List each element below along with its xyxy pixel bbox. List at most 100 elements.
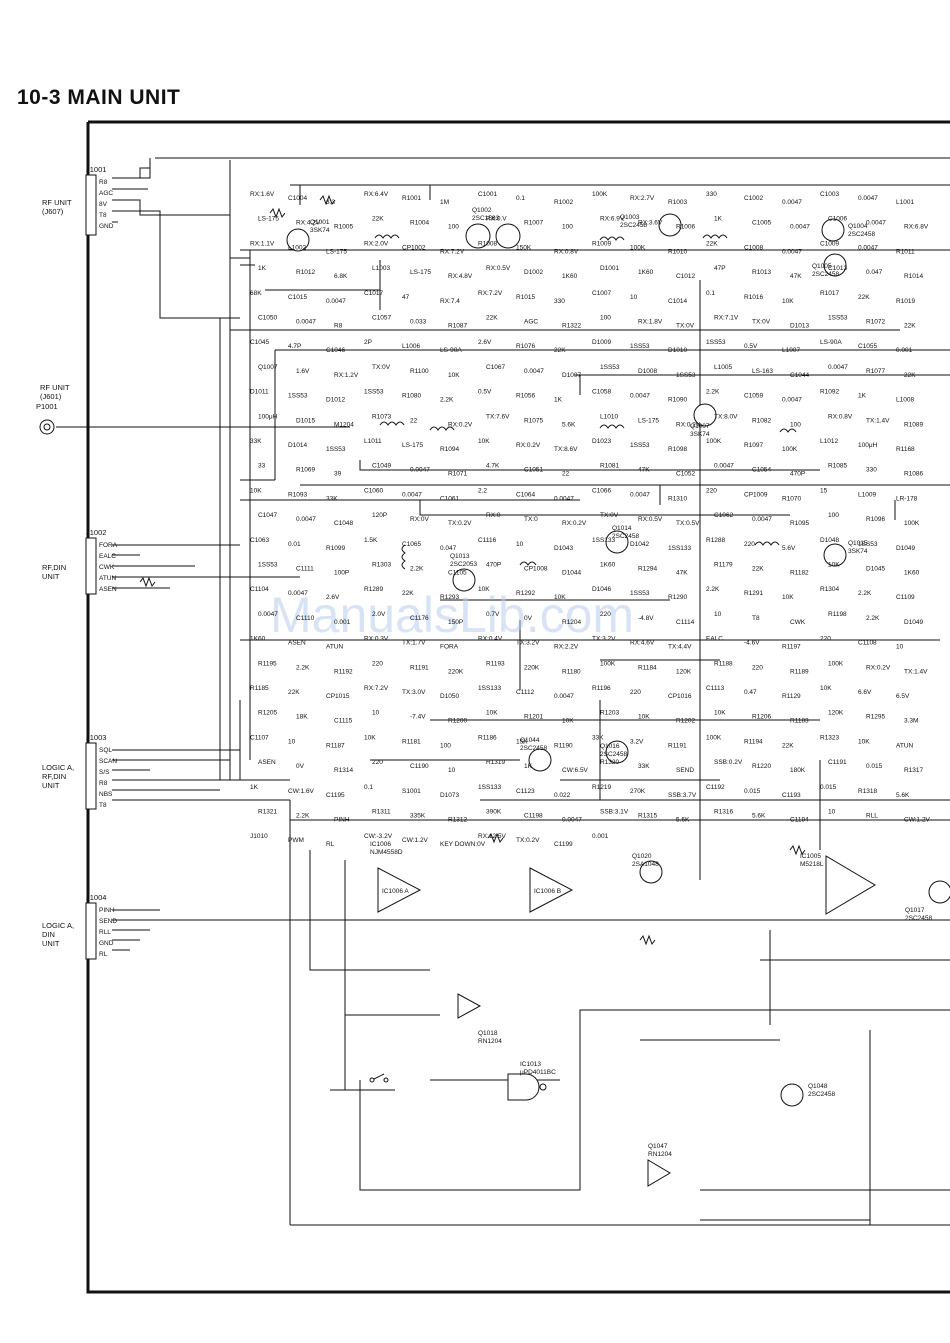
component-label: C1001 xyxy=(478,191,498,198)
component-label: 10K xyxy=(250,487,262,494)
component-label: R1015 xyxy=(516,294,536,301)
component-label: R1204 xyxy=(562,619,582,626)
component-label: 100μH xyxy=(258,413,278,420)
component-label: L1011 xyxy=(364,438,382,445)
connector-pin-label: T8 xyxy=(99,802,107,809)
component-label: 0.001 xyxy=(896,347,913,354)
component-label: 10K xyxy=(820,685,832,692)
transistor-part: 2SC2458 xyxy=(612,533,639,540)
component-label: TX:1.4V xyxy=(904,668,928,675)
component-label: 220 xyxy=(820,636,831,643)
component-label: 33K xyxy=(638,763,650,770)
component-label: FORA xyxy=(440,644,459,651)
component-label: LS-175 xyxy=(638,417,659,424)
component-label: R1321 xyxy=(258,809,278,816)
component-label: D1044 xyxy=(562,570,582,577)
connector-ref: J1003 xyxy=(86,733,106,742)
connector-ref: P1001 xyxy=(36,402,58,411)
component-label: ASEN xyxy=(288,640,306,647)
component-label: 0.7V xyxy=(486,611,500,618)
component-label: 100K xyxy=(600,660,616,667)
component-label: 0.0047 xyxy=(752,516,772,523)
component-label: 100 xyxy=(828,512,839,519)
transistor-part: 2SC2458 xyxy=(620,222,647,229)
component-label: 47K xyxy=(638,467,650,474)
component-label: R1073 xyxy=(372,413,392,420)
component-label: 220 xyxy=(744,541,755,548)
transistor-part: 2SC1583 xyxy=(472,215,499,222)
component-label: D1013 xyxy=(790,323,810,330)
component-label: R1304 xyxy=(820,586,840,593)
component-label: RX:0 xyxy=(486,512,501,519)
component-label: 47P xyxy=(714,265,726,272)
component-label: 100K xyxy=(630,244,646,251)
component-label: 1K60 xyxy=(562,273,578,280)
component-label: L1001 xyxy=(896,199,914,206)
component-label: C1066 xyxy=(592,487,612,494)
component-label: CW:1.2V xyxy=(402,837,429,844)
transistor-ref: Q1018 xyxy=(478,1030,498,1037)
transistor-ref: Q1020 xyxy=(632,853,652,860)
passive-components xyxy=(39,194,806,1083)
component-label: R1197 xyxy=(782,644,801,651)
transistor-ref: Q1004 xyxy=(848,223,868,230)
component-label: R1003 xyxy=(668,199,688,206)
transistor-part: 3SK74 xyxy=(310,227,330,234)
component-label: LS-175 xyxy=(326,248,347,255)
component-label: 3.3M xyxy=(904,718,918,725)
component-label: C1052 xyxy=(676,471,696,478)
component-label: 100K xyxy=(592,191,608,198)
component-label: RX:0.2V xyxy=(676,421,701,428)
component-label: RX:0.4V xyxy=(478,636,503,643)
component-label: 22K xyxy=(782,742,794,749)
component-label: 22K xyxy=(486,315,498,322)
connector-pin-label: AGC xyxy=(99,190,113,197)
component-label: TX:0V xyxy=(752,319,771,326)
component-label: 0.0047 xyxy=(782,248,802,255)
component-label: L1010 xyxy=(600,413,618,420)
transistor-symbols xyxy=(286,213,950,1107)
component-label: 47K xyxy=(790,273,802,280)
component-label: 220 xyxy=(630,689,641,696)
connector-pin-label: R8 xyxy=(99,179,108,186)
component-label: C1048 xyxy=(334,520,354,527)
component-label: R1318 xyxy=(858,788,878,795)
ic-ref: IC1005 xyxy=(800,853,821,860)
component-label: 1SS53 xyxy=(676,372,696,379)
component-label: EALC xyxy=(706,636,723,643)
connector-unit-label: (J601) xyxy=(40,392,62,401)
component-label: 2.2K xyxy=(706,389,720,396)
component-label: D1001 xyxy=(600,265,620,272)
component-label: C1064 xyxy=(516,491,536,498)
transistor-ref: Q1005 xyxy=(812,263,832,270)
component-label: L1003 xyxy=(372,265,390,272)
connector-unit-label: LOGIC A, xyxy=(42,763,74,772)
component-label: R1016 xyxy=(744,294,764,301)
connector-pin-label: CWK xyxy=(99,564,115,571)
component-labels: RX:1.6VC10043.3RX:6.4VR10011MC10010.1R10… xyxy=(250,191,931,848)
component-label: 0.0047 xyxy=(828,364,848,371)
connector-unit-label: RF,DIN xyxy=(42,563,66,572)
transistor-part: 2SC2053 xyxy=(450,561,477,568)
component-label: 1SS53 xyxy=(288,393,308,400)
component-label: C1047 xyxy=(258,512,278,519)
component-label: R1194 xyxy=(744,738,763,745)
component-label: 2.6V xyxy=(478,339,492,346)
component-label: C1008 xyxy=(744,244,764,251)
component-label: 22K xyxy=(706,240,718,247)
transistor-ref: Q1002 xyxy=(472,207,492,214)
component-label: C1194 xyxy=(790,817,809,824)
component-label: C1059 xyxy=(744,393,764,400)
component-label: R1182 xyxy=(790,570,809,577)
component-label: C1195 xyxy=(326,792,345,799)
component-label: R1095 xyxy=(790,520,810,527)
component-label: D1046 xyxy=(592,586,612,593)
component-label: 1SS133 xyxy=(478,784,502,791)
connector-unit-label: UNIT xyxy=(42,939,60,948)
component-label: C1058 xyxy=(592,389,612,396)
component-label: R1315 xyxy=(638,813,658,820)
component-label: CW:1.2V xyxy=(904,817,931,824)
component-label: D1043 xyxy=(554,545,574,552)
component-label: RLL xyxy=(866,813,878,820)
component-label: L1012 xyxy=(820,438,838,445)
